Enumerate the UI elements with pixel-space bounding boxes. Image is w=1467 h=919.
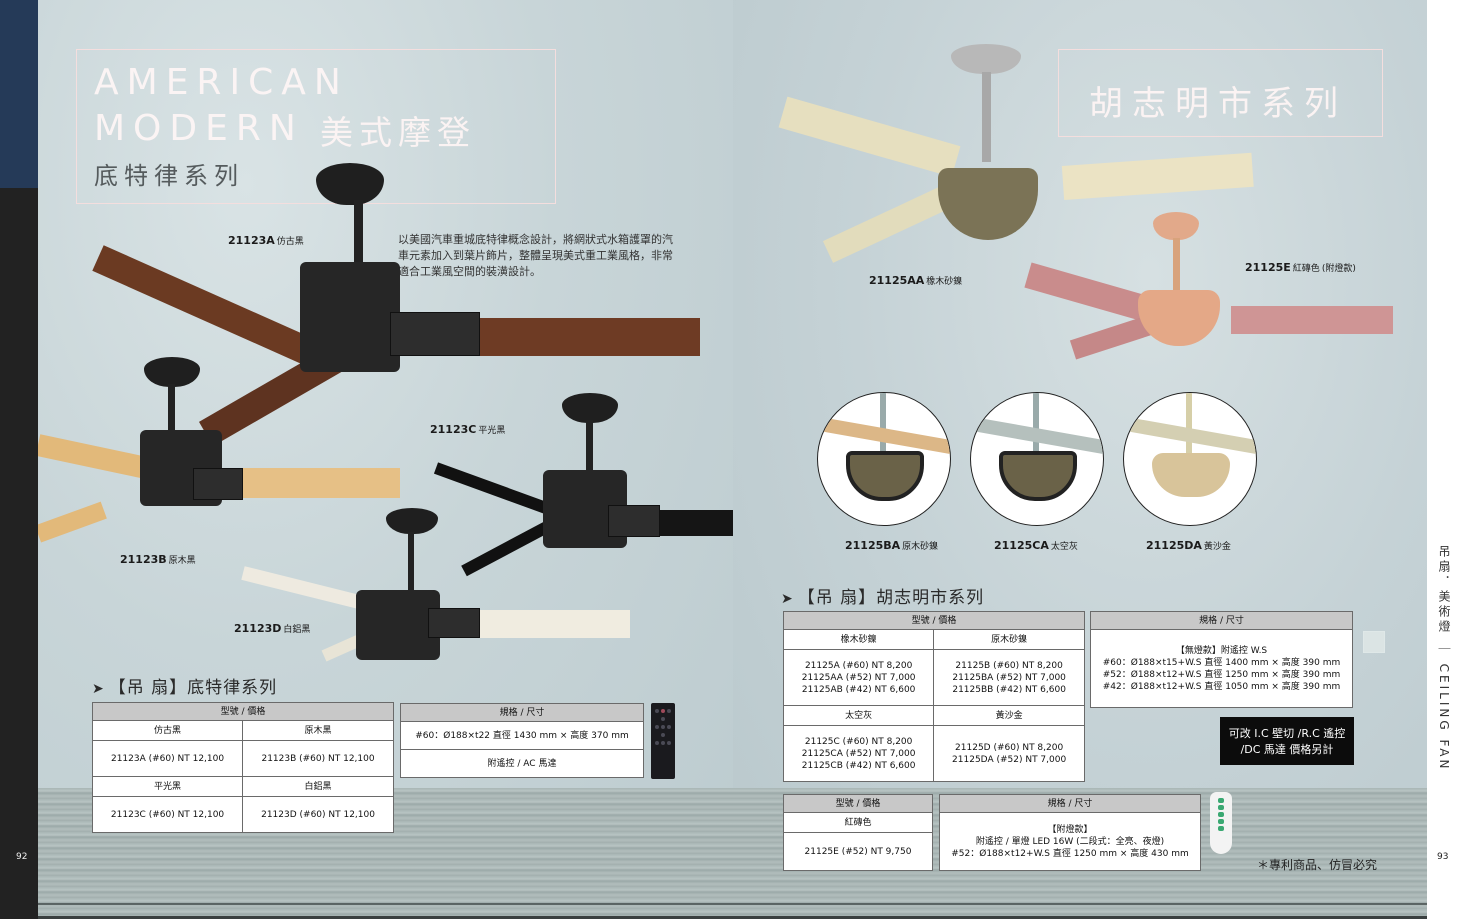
color-cell: 白鋁黑 (242, 776, 394, 797)
spec-cell: 【附燈款】 附遙控 / 單燈 LED 16W (二段式：全亮、夜燈) #52：Ø… (939, 812, 1201, 871)
color-cell: 仿古黑 (91, 720, 244, 741)
arrow-icon: ➤ (92, 681, 105, 697)
navy-side-strip (0, 0, 38, 188)
table-header: 規格 / 尺寸 (939, 794, 1201, 813)
thumb-21125CA (970, 392, 1104, 526)
title-american: AMERICAN (94, 62, 349, 103)
table-header: 規格 / 尺寸 (400, 703, 644, 722)
price-cell: 21125C (#60) NT 8,200 21125CA (#52) NT 7… (782, 725, 935, 782)
options-note-box: 可改 I.C 壁切 /R.C 遙控 /DC 馬達 價格另計 (1220, 717, 1354, 765)
color-cell: 原木砂鎳 (933, 629, 1085, 650)
price-cell: 21125A (#60) NT 8,200 21125AA (#52) NT 7… (782, 649, 935, 706)
section-side-label: 吊扇．美術燈 ｜ CEILING FAN (1437, 545, 1451, 772)
detroit-model-price-table: 型號 / 價格 仿古黑 原木黑 21123A (#60) NT 12,100 2… (91, 702, 394, 833)
price-cell: 21123B (#60) NT 12,100 (242, 740, 394, 777)
arrow-icon: ➤ (781, 591, 794, 607)
remote-control-image (651, 703, 675, 779)
price-cell: 21125D (#60) NT 8,200 21125DA (#52) NT 7… (933, 725, 1085, 782)
color-cell: 平光黑 (91, 776, 244, 797)
spec-cell: 附遙控 / AC 馬達 (400, 749, 644, 778)
hcmc-light-model-table: 型號 / 價格 紅磚色 21125E (#52) NT 9,750 (783, 794, 933, 871)
detroit-spec-table: 規格 / 尺寸 #60：Ø188×t22 直徑 1430 mm × 高度 370… (400, 703, 644, 778)
table-header: 型號 / 價格 (92, 702, 394, 721)
product-description: 以美國汽車重城底特律概念設計，將網狀式水箱護罩的汽車元素加入到葉片飾片，整體呈現… (398, 233, 673, 278)
color-cell: 橡木砂鎳 (782, 629, 935, 650)
page-number-left: 92 (16, 852, 28, 862)
title-frame (1058, 49, 1383, 137)
color-cell: 黃沙金 (933, 705, 1085, 726)
table-header: 規格 / 尺寸 (1090, 611, 1353, 630)
color-cell: 原木黑 (242, 720, 394, 741)
thumb-21125BA (817, 392, 951, 526)
spec-cell: #60：Ø188×t22 直徑 1430 mm × 高度 370 mm (400, 721, 644, 750)
dark-side-strip (0, 188, 38, 919)
wall-switch-image (1363, 631, 1385, 653)
price-cell: 21125B (#60) NT 8,200 21125BA (#52) NT 7… (933, 649, 1085, 706)
price-cell: 21125E (#52) NT 9,750 (783, 832, 933, 871)
right-margin-strip (1427, 0, 1467, 919)
hcmc-light-spec-table: 規格 / 尺寸 【附燈款】 附遙控 / 單燈 LED 16W (二段式：全亮、夜… (939, 794, 1201, 871)
thumb-21125DA (1123, 392, 1257, 526)
table-header: 型號 / 價格 (783, 794, 933, 813)
hcmc-spec-table: 規格 / 尺寸 【無燈款】附遙控 W.S #60：Ø188×t15+W.S 直徑… (1090, 611, 1353, 708)
price-cell: 21123D (#60) NT 12,100 (242, 796, 394, 833)
spec-cell: 【無燈款】附遙控 W.S #60：Ø188×t15+W.S 直徑 1400 mm… (1090, 629, 1353, 708)
title-frame (76, 49, 556, 204)
series-name: 底特律系列 (94, 162, 244, 190)
table-header: 型號 / 價格 (783, 611, 1085, 630)
title-zh-american-modern: 美式摩登 (320, 113, 476, 152)
hcmc-model-price-table: 型號 / 價格 橡木砂鎳 原木砂鎳 21125A (#60) NT 8,200 … (782, 611, 1085, 782)
price-cell: 21123C (#60) NT 12,100 (91, 796, 244, 833)
title-modern: MODERN (94, 108, 304, 149)
left-page: AMERICAN MODERN 美式摩登 底特律系列 以美國汽車重城底特律概念設… (38, 0, 733, 919)
remote-control-image (1210, 792, 1232, 854)
page-number-right: 93 (1437, 852, 1449, 862)
price-cell: 21123A (#60) NT 12,100 (91, 740, 244, 777)
patent-note: ＊專利商品、仿冒必究 (1257, 858, 1378, 872)
color-cell: 太空灰 (782, 705, 935, 726)
color-cell: 紅磚色 (783, 812, 933, 833)
section-heading-detroit: ➤【吊 扇】底特律系列 (92, 678, 278, 698)
title-hcmc-series: 胡志明市系列 (1089, 84, 1347, 124)
section-heading-hcmc: ➤【吊 扇】胡志明市系列 (781, 588, 985, 608)
